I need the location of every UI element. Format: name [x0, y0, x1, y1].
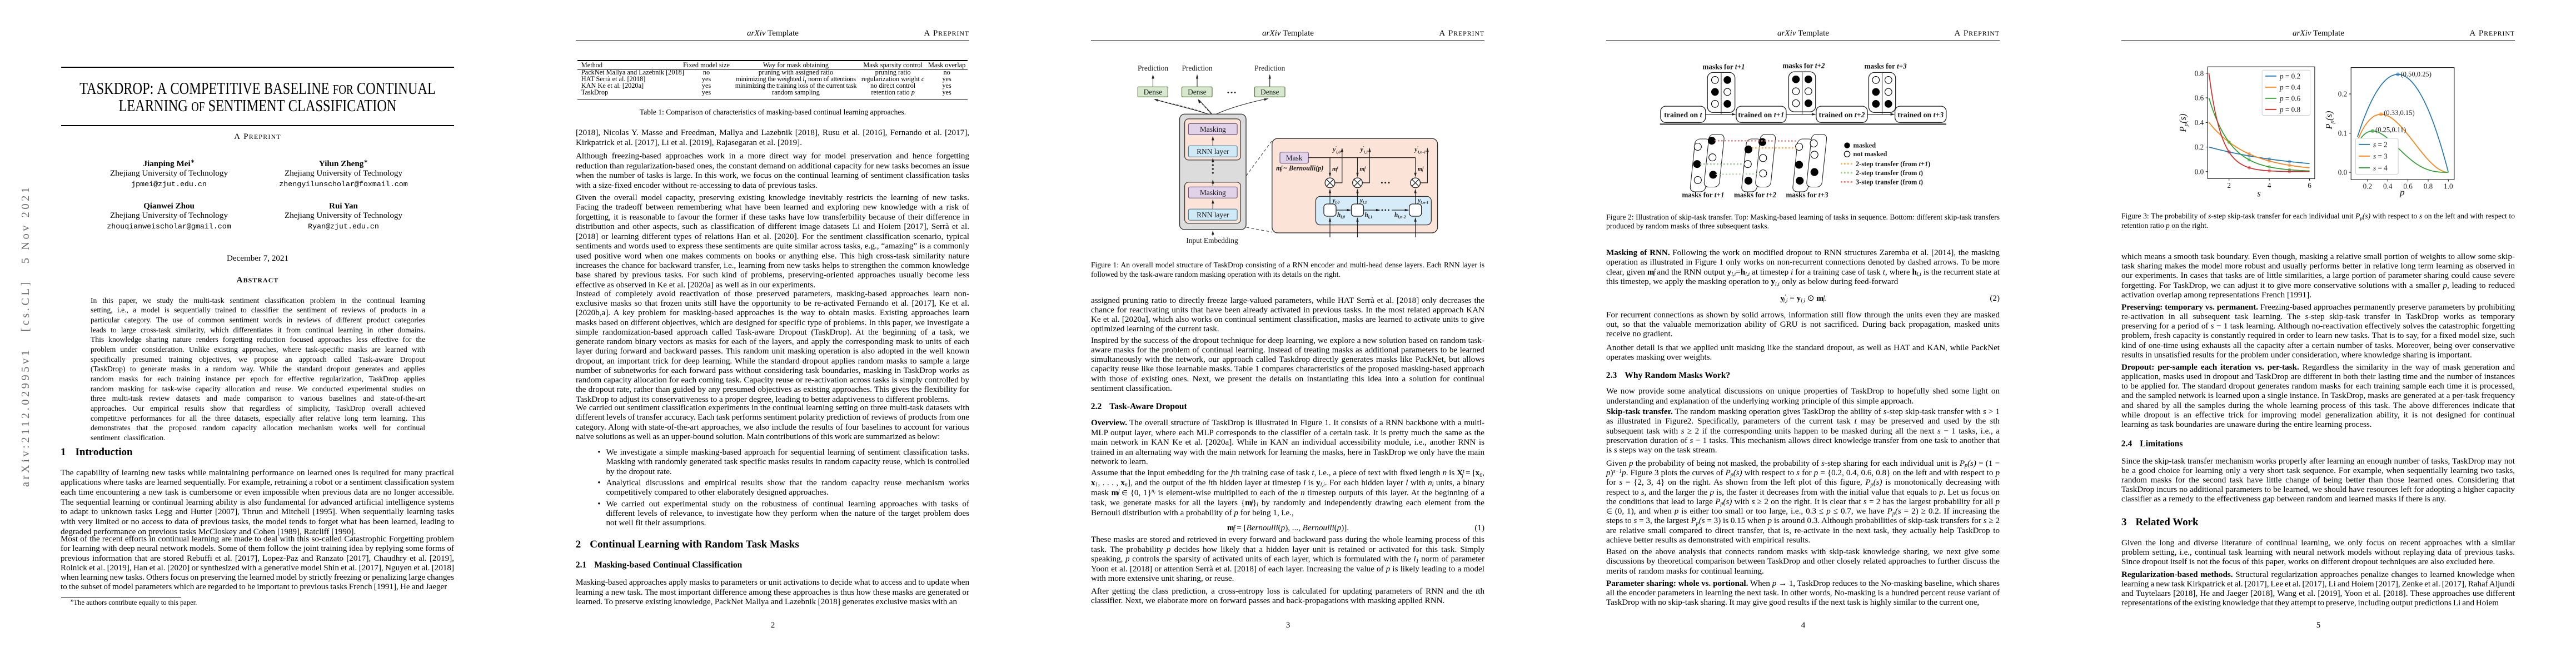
svg-text:2: 2 [2227, 181, 2231, 190]
svg-text:masks for t+3: masks for t+3 [1865, 62, 1907, 71]
svg-text:2-step transfer (from t): 2-step transfer (from t) [1856, 169, 1923, 177]
svg-text:masks for t+2: masks for t+2 [1782, 62, 1825, 70]
svg-text:0.8: 0.8 [2195, 69, 2204, 77]
svg-text:• • •: • • • [1381, 180, 1390, 186]
svg-text:y′l,1: y′l,1 [1359, 145, 1368, 155]
svg-text:• • •: • • • [1381, 208, 1390, 214]
svg-text:yl,1: yl,1 [1359, 197, 1367, 205]
svg-text:trained on t+1: trained on t+1 [1738, 111, 1784, 119]
svg-text:hl,1: hl,1 [1365, 212, 1373, 220]
svg-text:s = 4: s = 4 [2373, 163, 2388, 172]
svg-text:s = 2: s = 2 [2373, 140, 2388, 148]
svg-text:trained on t+2: trained on t+2 [1819, 111, 1865, 119]
svg-text:mtl: mtl [1360, 165, 1367, 174]
svg-text:0.2: 0.2 [2338, 90, 2347, 98]
svg-text:Prediction: Prediction [1182, 64, 1212, 72]
svg-text:Prediction: Prediction [1138, 64, 1168, 72]
svg-text:p = 0.2: p = 0.2 [2279, 72, 2300, 80]
svg-text:s: s [2257, 188, 2261, 199]
svg-text:2-step transfer (from t+1): 2-step transfer (from t+1) [1856, 160, 1930, 168]
svg-text:trained on t+3: trained on t+3 [1897, 111, 1944, 119]
svg-text:not masked: not masked [1853, 150, 1887, 158]
svg-text:s = 3: s = 3 [2373, 152, 2388, 160]
svg-text:Dense: Dense [1260, 88, 1279, 96]
svg-text:Pp(s): Pp(s) [2178, 113, 2190, 132]
svg-text:0.6: 0.6 [2195, 94, 2204, 102]
svg-text:hl,n-2: hl,n-2 [1394, 212, 1406, 220]
svg-text:Prediction: Prediction [1254, 64, 1285, 72]
svg-text:y′l,0: y′l,0 [1332, 145, 1341, 155]
svg-text:1.0: 1.0 [2444, 182, 2453, 191]
svg-text:mtl: mtl [1332, 165, 1339, 174]
svg-text:yl,n-1: yl,n-1 [1417, 197, 1428, 205]
svg-text:3-step transfer (from t): 3-step transfer (from t) [1856, 178, 1923, 186]
svg-text:6: 6 [2308, 181, 2311, 190]
svg-text:masks for t+1: masks for t+1 [1702, 63, 1745, 71]
svg-text:Pp(s): Pp(s) [2324, 111, 2336, 130]
svg-text:0.2: 0.2 [2195, 143, 2204, 151]
svg-text:Mask: Mask [1286, 153, 1303, 162]
svg-text:4: 4 [2268, 181, 2271, 190]
svg-text:masks for t+3: masks for t+3 [1786, 191, 1828, 199]
svg-text:masked: masked [1853, 142, 1876, 150]
svg-text:mtl: mtl [1418, 165, 1424, 174]
svg-text:trained on t: trained on t [1664, 111, 1702, 119]
svg-text:0.0: 0.0 [2338, 168, 2348, 177]
svg-text:p = 0.6: p = 0.6 [2279, 94, 2301, 102]
svg-text:0.4: 0.4 [2195, 118, 2204, 127]
svg-text:Dense: Dense [1188, 88, 1207, 96]
svg-text:RNN layer: RNN layer [1197, 211, 1229, 219]
svg-text:(0.33,0.15): (0.33,0.15) [2384, 109, 2415, 117]
svg-text:0.8: 0.8 [2424, 182, 2433, 191]
svg-text:Dense: Dense [1144, 88, 1163, 96]
svg-text:0.4: 0.4 [2383, 182, 2393, 191]
svg-text:0.0: 0.0 [2195, 167, 2204, 176]
svg-text:masks for t+1: masks for t+1 [1682, 191, 1724, 199]
svg-text:RNN layer: RNN layer [1197, 147, 1229, 156]
svg-text:mtl ~ Bernoulli(p): mtl ~ Bernoulli(p) [1276, 165, 1323, 173]
svg-text:y′l,n-1: y′l,n-1 [1413, 145, 1426, 155]
svg-text:(0.50,0.25): (0.50,0.25) [2400, 70, 2431, 78]
svg-text:0.1: 0.1 [2338, 129, 2347, 137]
svg-text:0.6: 0.6 [2403, 182, 2413, 191]
svg-text:Masking: Masking [1200, 125, 1226, 133]
svg-text:p = 0.4: p = 0.4 [2279, 83, 2301, 91]
svg-text:Input Embedding: Input Embedding [1186, 236, 1238, 245]
svg-text:hl,0: hl,0 [1337, 212, 1345, 220]
svg-text:p = 0.8: p = 0.8 [2279, 105, 2301, 113]
svg-text:p: p [2399, 187, 2405, 198]
svg-text:masks for t+2: masks for t+2 [1734, 191, 1777, 199]
svg-text:Masking: Masking [1200, 188, 1226, 197]
svg-text:yl,0: yl,0 [1332, 197, 1340, 205]
svg-text:0.2: 0.2 [2363, 182, 2372, 191]
svg-text:• • •: • • • [1227, 89, 1236, 96]
svg-text:(0.25,0.11): (0.25,0.11) [2375, 126, 2406, 134]
